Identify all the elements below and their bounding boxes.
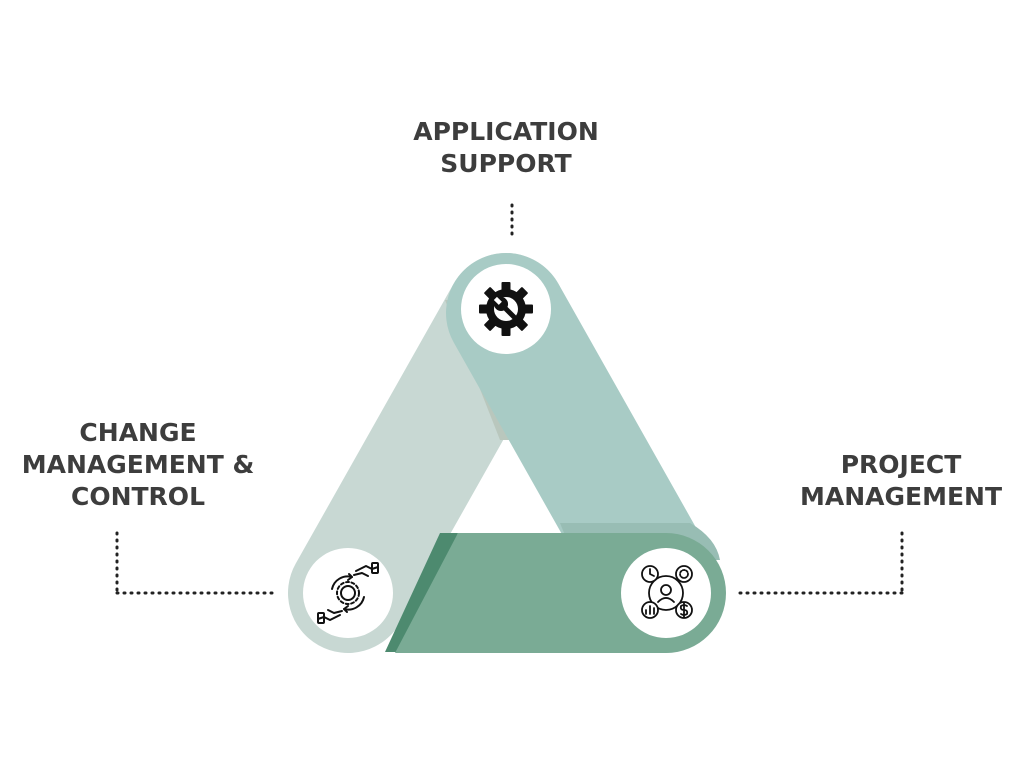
connector-left xyxy=(115,531,280,595)
label-line: CONTROL xyxy=(70,482,205,511)
node-left-circle xyxy=(303,548,393,638)
label-line: PROJECT xyxy=(840,450,962,479)
label-project-management: PROJECT MANAGEMENT xyxy=(790,449,1012,513)
band-bottom-shadow xyxy=(385,533,458,652)
label-application-support: APPLICATION SUPPORT xyxy=(406,116,606,180)
connector-right xyxy=(738,531,904,595)
label-line: MANAGEMENT xyxy=(799,482,1003,511)
gear-wrench-icon xyxy=(479,282,533,336)
label-line: CHANGE xyxy=(79,418,197,447)
label-line: APPLICATION xyxy=(413,117,599,146)
node-right-circle xyxy=(621,548,711,638)
project-management-icon xyxy=(641,565,693,619)
label-change-management-control: CHANGE MANAGEMENT & CONTROL xyxy=(14,417,262,513)
hands-gear-icon xyxy=(317,562,379,624)
label-line: SUPPORT xyxy=(440,149,572,178)
label-line: MANAGEMENT & xyxy=(21,450,255,479)
